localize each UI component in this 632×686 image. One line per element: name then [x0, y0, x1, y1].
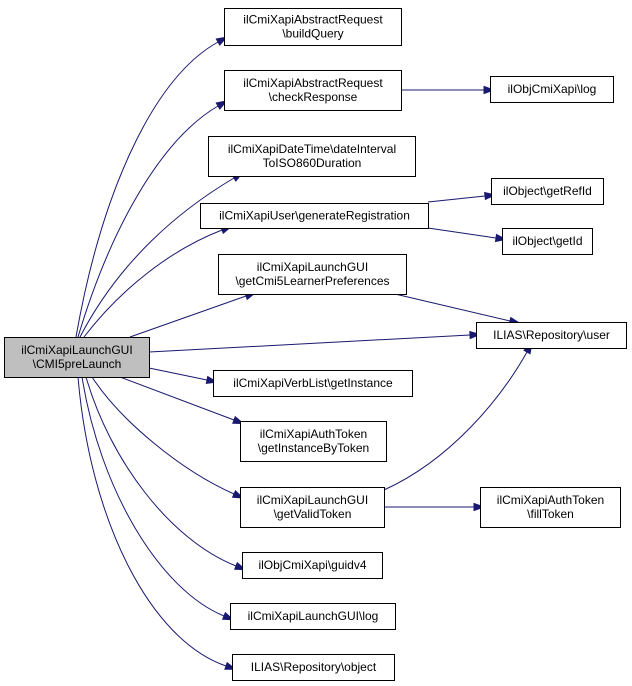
node-box[interactable] — [502, 228, 593, 255]
arrowhead-icon — [469, 330, 482, 340]
edge-root-to-buildQuery — [75, 36, 229, 338]
edge-root-to-launchLog — [81, 376, 235, 621]
node-label: ilCmiXapiAbstractRequest — [243, 13, 383, 27]
node-box[interactable] — [232, 654, 395, 681]
edge-line — [91, 376, 235, 495]
node-launchLog[interactable]: ilCmiXapiLaunchGUI\log — [230, 603, 396, 630]
node-box[interactable] — [208, 136, 416, 177]
node-label: ilCmiXapiAuthToken — [497, 493, 604, 507]
node-box[interactable] — [224, 70, 402, 111]
node-getRefId[interactable]: ilObject\getRefId — [491, 178, 604, 205]
edge-line — [83, 229, 223, 338]
node-label: ilObject\getId — [512, 234, 582, 248]
node-label: ilCmiXapiLaunchGUI — [257, 260, 368, 274]
edge-root-to-repoUser — [148, 330, 482, 353]
node-label: ilObject\getRefId — [503, 184, 592, 198]
node-box[interactable] — [490, 76, 614, 103]
edge-generateRegistration-to-getRefId — [427, 191, 497, 203]
node-box[interactable] — [491, 178, 604, 205]
node-label: ILIAS\Repository\user — [493, 328, 610, 342]
node-box[interactable] — [240, 487, 385, 528]
node-label: \checkResponse — [269, 90, 358, 104]
edge-root-to-generateRegistration — [83, 225, 233, 338]
node-getInstanceByToken[interactable]: ilCmiXapiAuthToken\getInstanceByToken — [240, 421, 387, 462]
edge-root-to-guidv4 — [85, 376, 247, 571]
node-root[interactable]: ilCmiXapiLaunchGUI\CMI5preLaunch — [4, 337, 150, 378]
node-label: \getCmi5LearnerPreferences — [235, 274, 389, 288]
edge-line — [148, 334, 471, 353]
arrowhead-icon — [473, 502, 486, 512]
node-dateInterval[interactable]: ilCmiXapiDateTime\dateIntervalToISO860Du… — [208, 136, 416, 177]
edge-line — [77, 376, 227, 667]
edge-line — [394, 293, 511, 322]
node-box[interactable] — [476, 322, 627, 349]
node-label: \getInstanceByToken — [258, 441, 369, 455]
node-label: ilCmiXapiLaunchGUI — [21, 343, 132, 357]
node-generateRegistration[interactable]: ilCmiXapiUser\generateRegistration — [200, 203, 429, 229]
edge-line — [148, 367, 208, 381]
node-box[interactable] — [4, 337, 150, 378]
edge-line — [427, 227, 497, 239]
node-repoObject[interactable]: ILIAS\Repository\object — [232, 654, 395, 681]
node-label: \fillToken — [527, 507, 574, 521]
edge-line — [85, 376, 237, 567]
node-getCmi5LearnerPreferences[interactable]: ilCmiXapiLaunchGUI\getCmi5LearnerPrefere… — [218, 254, 407, 295]
node-label: ilCmiXapiUser\generateRegistration — [219, 209, 410, 223]
node-label: ilCmiXapiAuthToken — [260, 427, 367, 441]
node-label: \buildQuery — [282, 27, 343, 41]
node-checkResponse[interactable]: ilCmiXapiAbstractRequest\checkResponse — [224, 70, 402, 111]
edge-getCmi5LearnerPreferences-to-repoUser — [394, 293, 522, 325]
edge-line — [129, 295, 247, 338]
node-label: ilCmiXapiDateTime\dateInterval — [228, 142, 396, 156]
edge-line — [77, 105, 219, 338]
edge-line — [79, 177, 235, 338]
node-buildQuery[interactable]: ilCmiXapiAbstractRequest\buildQuery — [224, 8, 402, 46]
node-label: \getValidToken — [274, 507, 352, 521]
arrowhead-icon — [483, 85, 496, 95]
node-label: ilCmiXapiAbstractRequest — [243, 76, 383, 90]
node-repoUser[interactable]: ILIAS\Repository\user — [476, 322, 627, 349]
node-fillToken[interactable]: ilCmiXapiAuthToken\fillToken — [480, 487, 621, 528]
edge-checkResponse-to-objLog — [401, 85, 496, 95]
node-verbList[interactable]: ilCmiXapiVerbList\getInstance — [213, 370, 413, 397]
edge-getValidToken-to-repoUser — [383, 341, 533, 491]
node-label: ToISO860Duration — [263, 156, 362, 170]
arrowhead-icon — [484, 191, 497, 201]
nodes-layer: ilCmiXapiLaunchGUI\CMI5preLaunchilCmiXap… — [4, 8, 627, 681]
node-guidv4[interactable]: ilObjCmiXapi\guidv4 — [242, 552, 383, 579]
node-label: ilCmiXapiLaunchGUI\log — [248, 609, 379, 623]
node-box[interactable] — [224, 8, 402, 46]
edge-root-to-verbList — [148, 367, 219, 385]
node-label: \CMI5preLaunch — [33, 357, 122, 371]
node-box[interactable] — [230, 603, 396, 630]
node-objLog[interactable]: ilObjCmiXapi\log — [490, 76, 614, 103]
edge-line — [427, 195, 486, 203]
node-label: ilCmiXapiVerbList\getInstance — [233, 376, 393, 390]
node-getValidToken[interactable]: ilCmiXapiLaunchGUI\getValidToken — [240, 487, 385, 528]
node-label: ILIAS\Repository\object — [251, 660, 377, 674]
edge-getValidToken-to-fillToken — [384, 502, 486, 512]
node-label: ilObjCmiXapi\log — [508, 82, 597, 96]
node-box[interactable] — [480, 487, 621, 528]
node-label: ilObjCmiXapi\guidv4 — [258, 558, 366, 572]
node-box[interactable] — [240, 421, 387, 462]
node-box[interactable] — [213, 370, 413, 397]
edge-line — [119, 376, 235, 421]
node-label: ilCmiXapiLaunchGUI — [257, 493, 368, 507]
edge-root-to-getCmi5LearnerPreferences — [129, 292, 257, 338]
node-box[interactable] — [218, 254, 407, 295]
edge-generateRegistration-to-getId — [427, 227, 508, 243]
edge-line — [383, 351, 528, 491]
edge-line — [81, 376, 225, 617]
node-box[interactable] — [242, 552, 383, 579]
edge-line — [75, 41, 219, 338]
node-box[interactable] — [200, 203, 429, 229]
node-getId[interactable]: ilObject\getId — [502, 228, 593, 255]
